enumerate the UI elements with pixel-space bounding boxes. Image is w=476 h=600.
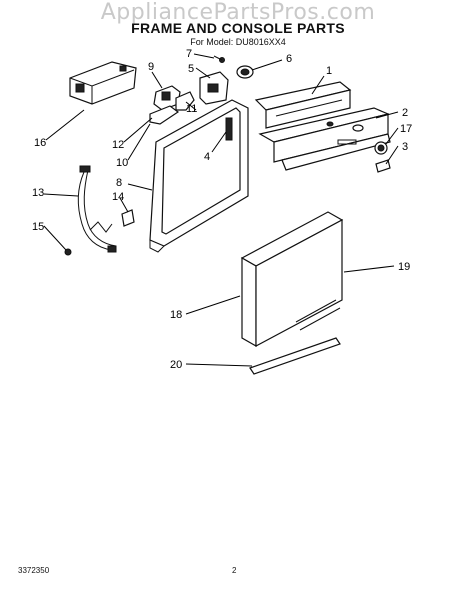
diagram-title: FRAME AND CONSOLE PARTS: [131, 20, 345, 36]
part-12-bracket[interactable]: [149, 105, 180, 125]
callout-16: 16: [34, 137, 46, 149]
callout-8: 8: [116, 177, 122, 189]
part-8-door-frame[interactable]: [149, 99, 249, 253]
callout-10: 10: [116, 157, 128, 169]
callout-19: 19: [398, 261, 410, 273]
part-2-control-panel[interactable]: [258, 107, 391, 171]
callout-3: 3: [402, 141, 408, 153]
callout-labels: 16 9 5 7 6 11 12 10 4 8 1 2 17 3 13 14 1…: [32, 48, 412, 371]
callout-6: 6: [286, 53, 292, 65]
part-17-control-knob[interactable]: [374, 141, 388, 155]
callout-17: 17: [400, 123, 412, 135]
callout-11: 11: [186, 103, 197, 115]
model-subtitle: For Model: DU8016XX4: [190, 37, 286, 47]
callout-5: 5: [188, 63, 194, 75]
part-13-wire-harness[interactable]: [77, 165, 117, 253]
callout-18: 18: [170, 309, 182, 321]
part-16-vent-cover[interactable]: [69, 61, 137, 105]
callout-15: 15: [32, 221, 44, 233]
callout-7: 7: [186, 48, 192, 60]
part-1-console-panel[interactable]: [254, 81, 352, 129]
part-15-screw[interactable]: [64, 248, 72, 256]
callout-4: 4: [204, 151, 210, 163]
part-18-door-panel[interactable]: [240, 211, 344, 348]
part-20-bottom-trim[interactable]: [249, 337, 341, 375]
part-5-hinge-block[interactable]: [199, 71, 229, 105]
callout-20: 20: [170, 359, 182, 371]
watermark: AppliancePartsPros.com: [100, 0, 376, 25]
callout-9: 9: [148, 61, 154, 73]
callout-2: 2: [402, 107, 408, 119]
part-7-screw[interactable]: [213, 55, 225, 63]
document-number: 3372350: [18, 566, 50, 575]
part-14-connector[interactable]: [121, 209, 135, 227]
part-6-knob[interactable]: [236, 65, 254, 79]
callout-12: 12: [112, 139, 124, 151]
callout-14: 14: [112, 191, 124, 203]
page-number: 2: [232, 566, 237, 575]
leader-lines: [43, 53, 399, 367]
callout-13: 13: [32, 187, 44, 199]
callout-1: 1: [326, 65, 332, 77]
